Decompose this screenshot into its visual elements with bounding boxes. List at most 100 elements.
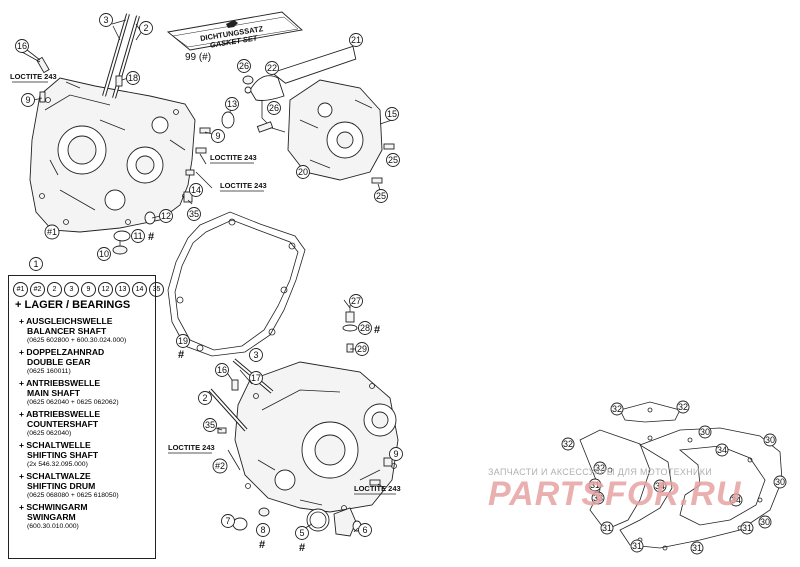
- svg-text:35: 35: [205, 420, 215, 430]
- svg-text:#1: #1: [47, 227, 57, 237]
- callout-12: 12: [159, 209, 173, 223]
- loctite-label: LOCTITE 243: [210, 153, 257, 162]
- svg-text:33: 33: [593, 493, 603, 503]
- callout-22: 22: [265, 61, 279, 75]
- watermark-brand-logo: PARTSFOR.RU: [488, 475, 742, 513]
- ref-callout: 14: [132, 282, 147, 297]
- svg-text:2: 2: [143, 23, 148, 33]
- bearing-part-number: (2x 546.32.095.000): [27, 461, 88, 468]
- callout-1: 1: [29, 257, 43, 271]
- list-item: ABTRIEBSWELLE COUNTERSHAFT (0625 062040): [19, 409, 126, 438]
- svg-text:20: 20: [298, 167, 308, 177]
- ref-callout: 35: [149, 282, 164, 297]
- hash-marker: #: [374, 324, 380, 336]
- svg-text:10: 10: [99, 249, 109, 259]
- ref-callout: 13: [115, 282, 130, 297]
- callout-30-a: 30: [698, 425, 712, 439]
- clutch-cover-assembly: [242, 45, 395, 191]
- callout-34-b: 34: [653, 479, 667, 493]
- bearing-part-number: (0625 160011): [27, 368, 71, 375]
- oil-screen-parts: [342, 305, 358, 353]
- callout-30-b: 30: [763, 433, 777, 447]
- callout-31-e: 31: [740, 521, 754, 535]
- bearing-name-en: SHIFTING DRUM: [27, 481, 96, 491]
- callout-15: 15: [385, 107, 399, 121]
- svg-text:16: 16: [217, 365, 227, 375]
- list-item: DOPPELZAHNRAD DOUBLE GEAR (0625 160011): [19, 347, 126, 376]
- bearing-name-de: SCHWINGARM: [19, 502, 126, 512]
- loctite-label: LOCTITE 243: [10, 72, 57, 81]
- callout-17: 17: [249, 371, 263, 385]
- callout-2-upper: 2: [139, 21, 153, 35]
- callout-32-a: 32: [610, 402, 624, 416]
- svg-text:15: 15: [387, 109, 397, 119]
- callout-13: 13: [225, 97, 239, 111]
- svg-text:32: 32: [563, 439, 573, 449]
- left-crankcase-half: [29, 77, 196, 233]
- svg-text:3: 3: [103, 15, 108, 25]
- svg-text:7: 7: [225, 516, 230, 526]
- callout-34-c: 34: [729, 493, 743, 507]
- svg-text:9: 9: [393, 449, 398, 459]
- svg-text:34: 34: [717, 445, 727, 455]
- callout-31-c: 31: [630, 539, 644, 553]
- bearing-name-de: ANTRIEBSWELLE: [19, 378, 126, 388]
- svg-text:30: 30: [765, 435, 775, 445]
- svg-text:9: 9: [215, 131, 220, 141]
- ktm-logo-icon: [226, 20, 238, 28]
- svg-text:22: 22: [267, 63, 277, 73]
- callout-11: 11: [131, 229, 145, 243]
- callout-30-c: 30: [773, 475, 787, 489]
- callout-26-top: 26: [237, 59, 251, 73]
- bearing-name-de: AUSGLEICHSWELLE: [19, 316, 126, 326]
- svg-text:29: 29: [357, 344, 367, 354]
- ref-callout-row: #1 #2 2 3 9 12 13 14 35: [13, 282, 164, 297]
- svg-text:25: 25: [376, 191, 386, 201]
- svg-text:17: 17: [251, 373, 261, 383]
- gasket-set-card: DICHTUNGSSATZ GASKET SET 99 (#): [166, 11, 303, 63]
- list-item: ANTRIEBSWELLE MAIN SHAFT (0625 062040 + …: [19, 378, 126, 407]
- svg-text:31: 31: [742, 523, 752, 533]
- ref-callout: 9: [81, 282, 96, 297]
- watermark-tagline: ЗАПЧАСТИ И АКСЕССУАРЫ ДЛЯ МОТОТЕХНИКИ: [488, 467, 713, 477]
- callout-3-lower: 3: [249, 348, 263, 362]
- callout-32-b: 32: [676, 400, 690, 414]
- svg-text:31: 31: [692, 543, 702, 553]
- svg-text:25: 25: [388, 155, 398, 165]
- callout-16-upper: 16: [15, 39, 29, 53]
- svg-text:13: 13: [227, 99, 237, 109]
- callout-31-a: 31: [588, 478, 602, 492]
- gasket-set-ref: 99 (#): [185, 52, 211, 63]
- callout-21: 21: [349, 33, 363, 47]
- svg-text:2: 2: [202, 393, 207, 403]
- bearing-name-en: SHIFTING SHAFT: [27, 450, 99, 460]
- callout-14: 14: [189, 183, 203, 197]
- callout-20: 20: [296, 165, 310, 179]
- bearing-name-de: SCHALTWELLE: [19, 440, 126, 450]
- callout-28: 28: [358, 321, 372, 335]
- callout-34-a: 34: [715, 443, 729, 457]
- svg-text:16: 16: [17, 41, 27, 51]
- list-item: SCHALTWELLE SHIFTING SHAFT (2x 546.32.09…: [19, 440, 126, 469]
- callout-29: 29: [355, 342, 369, 356]
- svg-text:30: 30: [760, 517, 770, 527]
- list-item: SCHALTWALZE SHIFTING DRUM (0625 068080 +…: [19, 471, 126, 500]
- bearing-name-en: SWINGARM: [27, 512, 76, 522]
- loctite-label: LOCTITE 243: [220, 181, 267, 190]
- svg-text:18: 18: [128, 73, 138, 83]
- callout-7: 7: [221, 514, 235, 528]
- ref-callout: #2: [30, 282, 45, 297]
- svg-text:#2: #2: [215, 461, 225, 471]
- bearing-name-de: DOPPELZAHNRAD: [19, 347, 126, 357]
- gasket-set-markers: # # # # #: [148, 231, 380, 554]
- callout-marker-1: #1: [44, 224, 60, 240]
- watermark: ЗАПЧАСТИ И АКСЕССУАРЫ ДЛЯ МОТОТЕХНИКИ PA…: [488, 467, 800, 514]
- svg-text:3: 3: [253, 350, 258, 360]
- svg-text:19: 19: [178, 336, 188, 346]
- svg-text:31: 31: [602, 523, 612, 533]
- svg-text:26: 26: [269, 103, 279, 113]
- hash-marker: #: [148, 231, 154, 243]
- callout-marker-2: #2: [212, 458, 228, 474]
